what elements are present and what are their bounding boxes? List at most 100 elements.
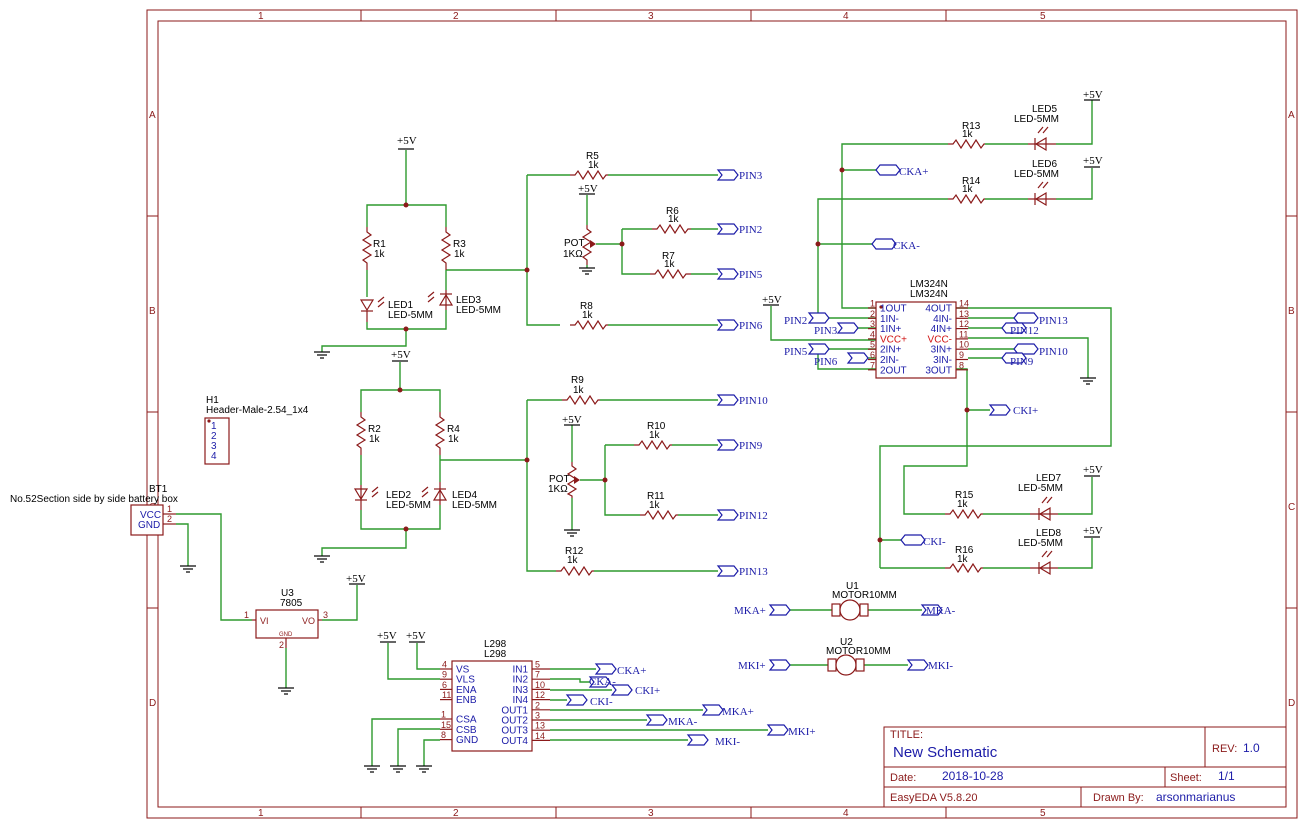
lm324-pin-name: VCC+ xyxy=(880,334,907,345)
lm324-ref: LM324N xyxy=(910,279,948,290)
resistor-r13[interactable] xyxy=(948,138,985,150)
lm324-pin-number: 4 xyxy=(870,329,875,339)
led1[interactable] xyxy=(359,296,385,322)
r8-val: 1k xyxy=(582,310,594,321)
led1-ref: LED1 xyxy=(388,300,413,311)
l298-ref: L298 xyxy=(484,639,507,650)
resistor-r8[interactable] xyxy=(570,319,608,331)
resistor-r11[interactable] xyxy=(640,509,678,521)
resistor-r1[interactable] xyxy=(361,227,373,270)
potentiometer-1[interactable] xyxy=(581,225,596,265)
lm324-pin-name: 4IN- xyxy=(933,314,952,325)
net-mki-minus-l298: MKI- xyxy=(715,736,740,748)
led7[interactable] xyxy=(1030,496,1058,522)
resistor-r15[interactable] xyxy=(945,508,983,520)
net-pin13-lm: PIN13 xyxy=(1039,315,1068,327)
led4[interactable] xyxy=(421,482,448,505)
l298-pin-name: CSA xyxy=(456,715,477,726)
lm324-pin-name: 2OUT xyxy=(880,365,907,376)
l298-pin-number: 3 xyxy=(535,711,540,721)
net-flags: PIN3 PIN2 PIN5 PIN6 PIN10 PIN9 PIN12 PIN… xyxy=(565,164,1068,748)
led2[interactable] xyxy=(353,485,379,510)
r9-val: 1k xyxy=(573,385,585,396)
l298-pin-number: 1 xyxy=(441,710,446,720)
potentiometer-2[interactable] xyxy=(566,462,580,498)
u3-pin-2: 2 xyxy=(279,640,284,650)
r1-val: 1k xyxy=(374,249,386,260)
motor-u1[interactable] xyxy=(831,599,869,621)
power-label: +5V xyxy=(1083,155,1103,167)
led2-val: LED-5MM xyxy=(386,500,431,511)
resistor-r9[interactable] xyxy=(562,394,600,406)
resistor-r14[interactable] xyxy=(948,193,985,205)
l298-pin-number: 10 xyxy=(535,680,545,690)
zone-col-3: 3 xyxy=(648,11,654,22)
r13-val: 1k xyxy=(962,129,974,140)
motor-u2[interactable] xyxy=(827,654,865,676)
net-pin12-lm: PIN12 xyxy=(1010,325,1039,337)
r7-val: 1k xyxy=(664,259,676,270)
r13-ref: R13 xyxy=(962,121,981,132)
l298-pin-name: OUT2 xyxy=(501,716,528,727)
zone-col-2: 2 xyxy=(453,11,459,22)
resistor-r5[interactable] xyxy=(570,169,608,181)
resistor-r7[interactable] xyxy=(650,268,691,280)
resistor-r3[interactable] xyxy=(440,227,452,270)
u3-gnd: GND xyxy=(279,632,293,638)
resistor-r12[interactable] xyxy=(556,565,594,577)
led5[interactable] xyxy=(1028,126,1056,152)
r4-ref: R4 xyxy=(447,424,460,435)
lm324-pin-name: 3IN- xyxy=(933,355,952,366)
lm324-val: LM324N xyxy=(910,289,948,300)
lm324-pin-number: 8 xyxy=(959,360,964,370)
l298-pin-name: OUT3 xyxy=(501,726,528,737)
r5-ref: R5 xyxy=(586,151,599,162)
bt1-pin-2: 2 xyxy=(167,514,172,524)
net-cki-minus: CKI- xyxy=(923,536,946,548)
net-cki-plus: CKI+ xyxy=(1013,405,1038,417)
led6[interactable] xyxy=(1028,181,1056,207)
led8-val: LED-5MM xyxy=(1018,538,1063,549)
led6-ref: LED6 xyxy=(1032,159,1057,170)
battery-bt1[interactable]: VCC GND 1 2 xyxy=(130,504,176,536)
led8-ref: LED8 xyxy=(1036,528,1061,539)
power-flags: +5V +5V +5V +5V +5V +5V +5V +5V +5V +5V … xyxy=(346,89,1103,643)
header-h1[interactable]: 1 2 3 4 xyxy=(204,417,230,465)
zone-col-1: 1 xyxy=(258,11,264,22)
regulator-u3[interactable]: VI VO GND 1 2 3 xyxy=(244,609,328,650)
power-label: +5V xyxy=(377,630,397,642)
net-pin6: PIN6 xyxy=(739,320,763,332)
lm324-pin-number: 3 xyxy=(870,319,875,329)
h1-pin-3: 3 xyxy=(211,441,217,452)
u3-ref: U3 xyxy=(281,588,294,599)
r1-ref: R1 xyxy=(373,239,386,250)
date-label: Date: xyxy=(890,772,916,784)
h1-pin-2: 2 xyxy=(211,431,217,442)
l298-pin-name: VS xyxy=(456,665,470,676)
ground-icon xyxy=(1080,377,1096,385)
power-label: +5V xyxy=(562,414,582,426)
leds xyxy=(353,126,1058,576)
r4-val: 1k xyxy=(448,434,460,445)
resistor-r16[interactable] xyxy=(945,562,983,574)
resistor-r4[interactable] xyxy=(434,412,446,455)
r10-val: 1k xyxy=(649,430,661,441)
lm324-pin-name: 3OUT xyxy=(925,365,952,376)
power-label: +5V xyxy=(397,135,417,147)
led3[interactable] xyxy=(427,290,454,310)
led5-ref: LED5 xyxy=(1032,104,1057,115)
sheet-frame xyxy=(146,9,1298,819)
l298-pin-number: 9 xyxy=(442,670,447,680)
resistor-r2[interactable] xyxy=(355,412,367,455)
resistor-r6[interactable] xyxy=(652,223,691,235)
ground-icon xyxy=(180,565,196,573)
resistor-r10[interactable] xyxy=(634,439,672,451)
ground-icon xyxy=(579,267,595,275)
u3-vi: VI xyxy=(260,616,269,626)
r9-ref: R9 xyxy=(571,375,584,386)
led8[interactable] xyxy=(1030,550,1058,576)
r15-ref: R15 xyxy=(955,490,974,501)
